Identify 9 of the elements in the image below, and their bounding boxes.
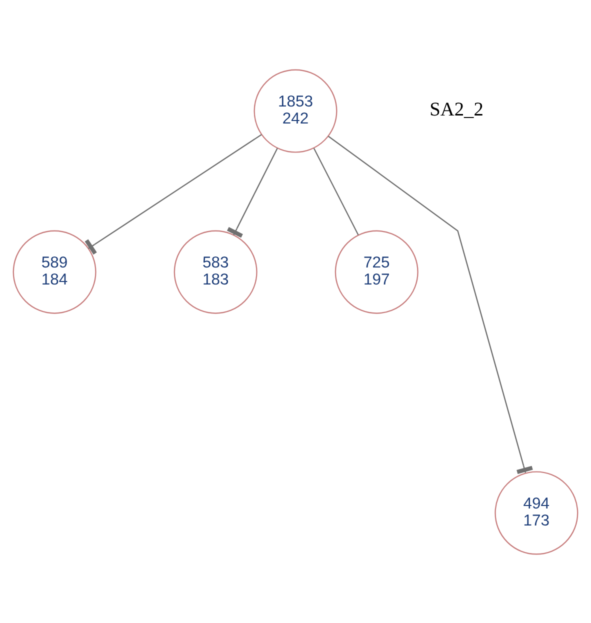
connector (328, 135, 533, 474)
node-circle: 583 183 (174, 230, 258, 314)
connector (313, 147, 359, 235)
node-circle: 725 197 (334, 230, 418, 314)
label: SA2_2 (430, 99, 484, 120)
node-circle: 1853 242 (254, 68, 338, 152)
connector (84, 134, 262, 254)
connector (227, 147, 278, 238)
node-circle: 494 173 (494, 470, 578, 554)
